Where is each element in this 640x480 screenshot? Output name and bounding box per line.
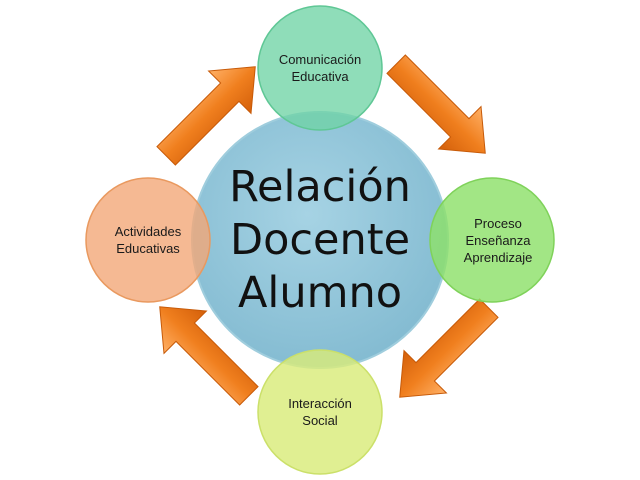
node-label-line: Proceso [474,215,522,231]
arrow-top-right [386,54,486,154]
arrow-bottom-left [159,306,259,406]
center-label: Relación Docente Alumno [195,150,445,330]
node-label-actividades: Actividades Educativas [86,210,210,270]
arrow-top-left [156,66,256,166]
node-label-comunicacion: Comunicación Educativa [258,38,382,98]
center-line-3: Alumno [237,267,403,318]
node-label-interaccion: Interacción Social [258,382,382,442]
node-circle-comunicacion [257,5,383,131]
node-label-proceso: Proceso Enseñanza Aprendizaje [436,208,560,272]
node-label-line: Comunicación [278,52,362,67]
node-label-line: Actividades [114,224,182,239]
node-label-line: Social [302,413,338,428]
center-line-2: Docente [229,214,411,265]
arrow-bottom-right [399,298,499,398]
center-line-1: Relación [229,161,411,212]
node-circle-actividades [85,177,211,303]
node-circle-interaccion [257,349,383,475]
node-label-line: Interacción [288,396,352,411]
node-circle-proceso [429,177,555,303]
node-label-line: Aprendizaje [463,249,533,265]
node-label-line: Educativa [291,69,349,84]
node-label-line: Educativas [116,241,180,256]
node-label-line: Enseñanza [465,232,531,248]
